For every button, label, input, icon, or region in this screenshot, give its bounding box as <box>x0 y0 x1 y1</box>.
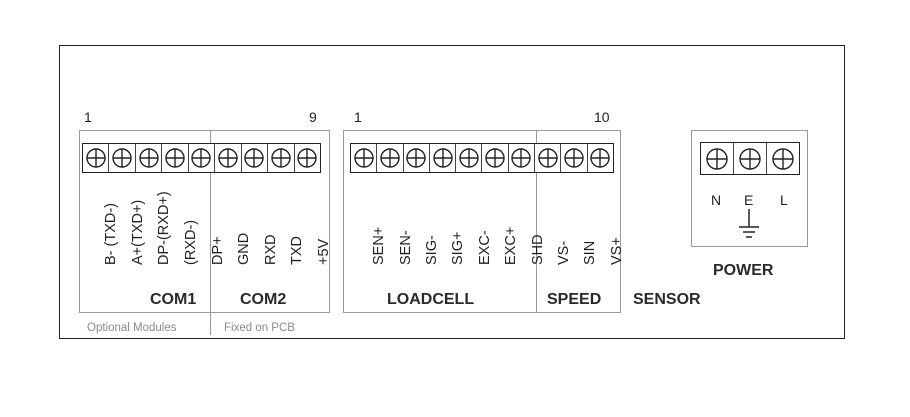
com2-title: COM2 <box>240 291 287 308</box>
com1-com2-divider <box>210 130 211 335</box>
sensor-signal-6: EXC+ <box>484 181 519 281</box>
terminal-panel: 1 9 B- (TXD-)A+(TXD+)DP-(RXD+)(RXD-)DP+G… <box>59 45 845 339</box>
power-label-n: N <box>711 192 722 208</box>
sensor-signal-1: SEN+ <box>352 181 387 281</box>
sensor-signal-3: SIG- <box>405 181 440 281</box>
screw-terminal-icon <box>590 148 611 168</box>
sensor-terminal-7 <box>509 144 536 172</box>
screw-terminal-icon <box>432 148 453 168</box>
sensor-terminal-2 <box>377 144 404 172</box>
screw-terminal-icon <box>191 148 212 168</box>
screw-terminal-icon <box>165 148 185 168</box>
screw-terminal-icon <box>218 148 238 168</box>
screw-terminal-icon <box>112 148 132 168</box>
screw-terminal-icon <box>297 148 317 168</box>
sensor-signal-8: VS- <box>537 181 572 281</box>
com-signal-8: TXD <box>270 181 305 281</box>
screw-terminal-icon <box>459 148 479 168</box>
com-terminal-5 <box>189 144 216 172</box>
screw-terminal-icon <box>564 148 584 168</box>
screw-terminal-icon <box>739 147 761 170</box>
com-terminal-strip <box>82 143 321 173</box>
sensor-title: SENSOR <box>633 291 701 308</box>
com1-note: Optional Modules <box>87 322 177 334</box>
com-terminal-6 <box>215 144 242 172</box>
com-signal-1: B- (TXD-) <box>84 181 119 281</box>
sensor-signal-9: SIN <box>563 181 598 281</box>
screw-terminal-icon <box>485 148 505 168</box>
earth-ground-icon <box>739 209 759 238</box>
com-signal-6: GND <box>217 181 252 281</box>
screw-terminal-icon <box>271 148 291 168</box>
sensor-terminal-1 <box>351 144 378 172</box>
screw-terminal-icon <box>511 148 532 168</box>
sensor-signal-10: VS+ <box>590 181 625 281</box>
screw-terminal-icon <box>406 148 426 168</box>
com-terminal-7 <box>242 144 269 172</box>
com-signal-label: +5V <box>315 238 332 265</box>
com-signal-4: (RXD-) <box>164 181 199 281</box>
com-terminal-8 <box>268 144 295 172</box>
com-signal-7: RXD <box>244 181 279 281</box>
com2-note: Fixed on PCB <box>224 322 295 334</box>
com-terminal-3 <box>136 144 163 172</box>
com-terminal-1 <box>83 144 110 172</box>
power-terminal-3 <box>767 143 799 174</box>
power-terminal-strip <box>700 142 800 175</box>
sensor-start-number: 1 <box>354 109 362 125</box>
sensor-terminal-10 <box>588 144 613 172</box>
com-signal-3: DP-(RXD+) <box>137 181 172 281</box>
screw-terminal-icon <box>138 148 159 168</box>
sensor-terminal-4 <box>430 144 457 172</box>
sensor-signal-2: SEN- <box>379 181 414 281</box>
screw-terminal-icon <box>380 148 400 168</box>
com-group-frame <box>79 130 330 313</box>
speed-title: SPEED <box>547 291 602 308</box>
com-terminal-2 <box>109 144 136 172</box>
loadcell-speed-divider <box>536 130 537 313</box>
power-group-frame <box>691 130 808 247</box>
sensor-terminal-8 <box>535 144 562 172</box>
sensor-signal-7: SHD <box>511 181 546 281</box>
power-terminal-1 <box>701 143 734 174</box>
sensor-end-number: 10 <box>594 109 610 125</box>
com1-title: COM1 <box>150 291 197 308</box>
sensor-signal-label: VS+ <box>608 237 625 265</box>
screw-terminal-icon <box>772 147 794 170</box>
screw-terminal-icon <box>706 147 728 170</box>
sensor-terminal-6 <box>482 144 509 172</box>
screw-terminal-icon <box>538 148 558 168</box>
com-signal-5: DP+ <box>191 181 226 281</box>
screw-terminal-icon <box>353 148 374 168</box>
com-terminal-4 <box>162 144 189 172</box>
sensor-terminal-3 <box>404 144 430 172</box>
screw-terminal-icon <box>86 148 106 168</box>
com-end-number: 9 <box>309 109 317 125</box>
power-label-e: E <box>744 192 754 208</box>
sensor-signal-4: SIG+ <box>431 181 466 281</box>
com-signal-2: A+(TXD+) <box>111 181 146 281</box>
power-title: POWER <box>713 262 774 279</box>
power-terminal-2 <box>734 143 767 174</box>
sensor-group-frame <box>343 130 621 313</box>
sensor-terminal-5 <box>456 144 483 172</box>
sensor-terminal-9 <box>561 144 588 172</box>
screw-terminal-icon <box>244 148 265 168</box>
com-start-number: 1 <box>84 109 92 125</box>
power-label-l: L <box>780 192 788 208</box>
sensor-terminal-strip <box>350 143 614 173</box>
sensor-signal-5: EXC- <box>458 181 493 281</box>
com-terminal-9 <box>295 144 320 172</box>
com-signal-9: +5V <box>297 181 332 281</box>
loadcell-title: LOADCELL <box>387 291 475 308</box>
